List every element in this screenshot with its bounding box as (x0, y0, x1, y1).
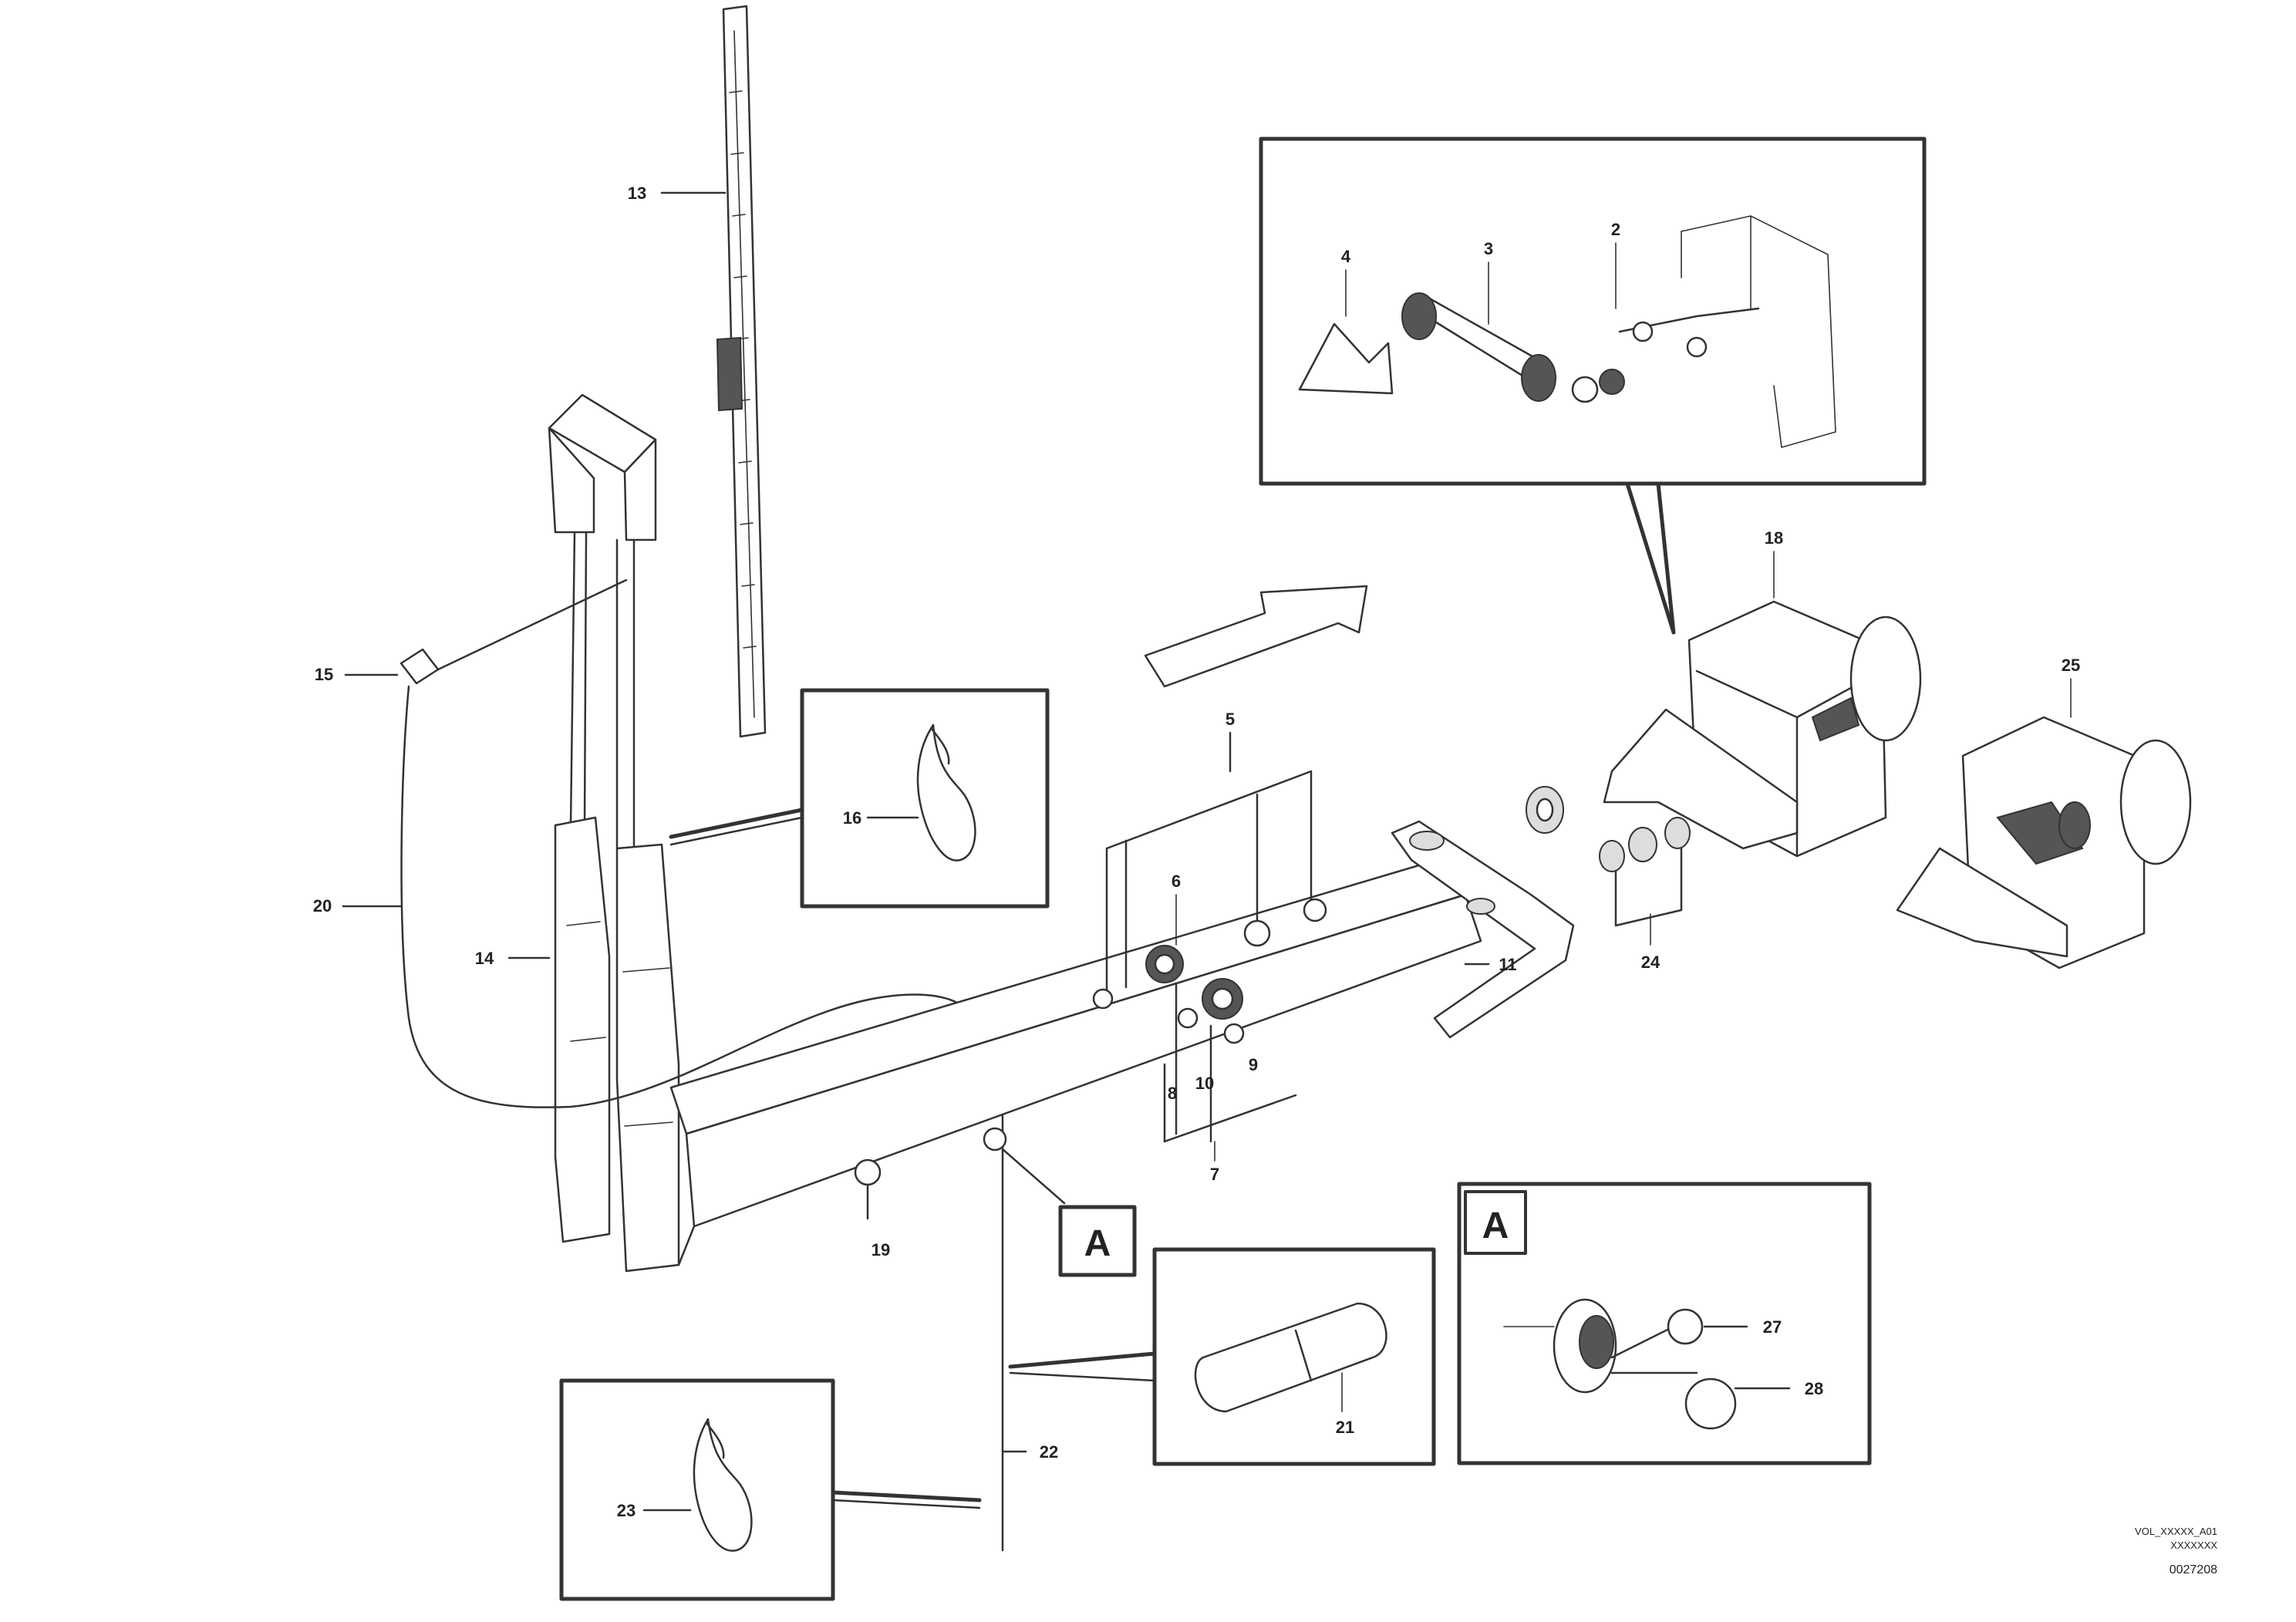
wiper-blade (716, 5, 767, 738)
callout-24: 24 (1641, 953, 1660, 972)
callout-9a: 9 (1249, 1055, 1258, 1074)
ref-line-2: XXXXXXX (2170, 1539, 2217, 1551)
motor-body (554, 816, 680, 1273)
inset-cable-tie-16: 16 (669, 688, 1050, 909)
callout-7: 7 (1210, 1165, 1219, 1184)
clamp-19 (854, 1158, 882, 1220)
direction-arrow (1144, 585, 1368, 688)
callout-14: 14 (475, 949, 494, 968)
marker-a-letter: A (1084, 1223, 1111, 1264)
callout-5: 5 (1226, 710, 1235, 729)
callout-10: 10 (1195, 1074, 1214, 1093)
callout-23: 23 (617, 1501, 636, 1520)
callout-2: 2 (1611, 220, 1620, 239)
callout-13: 13 (628, 184, 646, 203)
inset-detail-a: A 27 28 (1457, 1182, 1872, 1465)
inset-top-detail: 4 3 2 (1259, 137, 1927, 635)
wiper-arm (548, 393, 657, 850)
callout-11: 11 (1499, 955, 1516, 974)
screw-group-5 (1092, 770, 1327, 1010)
callout-4: 4 (1341, 247, 1351, 266)
nut-cluster (1145, 945, 1297, 1143)
callout-16: 16 (843, 808, 861, 828)
callout-22: 22 (1040, 1442, 1058, 1462)
callout-28: 28 (1805, 1379, 1823, 1398)
linkage-tube (669, 855, 1482, 1266)
motor-unit-25 (1896, 716, 2192, 969)
drawing-reference: VOL_XXXXX_A01 XXXXXXX 0027208 (2135, 1526, 2217, 1576)
callout-3: 3 (1484, 239, 1493, 258)
callout-18: 18 (1765, 528, 1783, 548)
inset-cable-tie-23: 23 (559, 1378, 982, 1601)
inset-fuse-21: 21 (1008, 1247, 1436, 1466)
callout-8: 8 (1168, 1084, 1177, 1103)
callout-21: 21 (1336, 1418, 1354, 1437)
ref-line-1: VOL_XXXXX_A01 (2135, 1526, 2217, 1537)
callout-27: 27 (1763, 1317, 1782, 1337)
callout-25: 25 (2062, 656, 2080, 675)
callout-15: 15 (315, 665, 333, 684)
inset-a-letter: A (1482, 1206, 1509, 1246)
washer-stack (1526, 786, 1691, 927)
callout-20: 20 (313, 896, 332, 916)
ref-line-3: 0027208 (2170, 1563, 2217, 1576)
detail-marker-a: A (983, 1127, 1137, 1277)
linkage-bracket-11 (1391, 820, 1575, 1039)
clip-15 (400, 578, 628, 685)
motor-unit-18 (1603, 600, 1922, 858)
callout-19: 19 (872, 1240, 890, 1259)
callout-6: 6 (1172, 872, 1181, 891)
